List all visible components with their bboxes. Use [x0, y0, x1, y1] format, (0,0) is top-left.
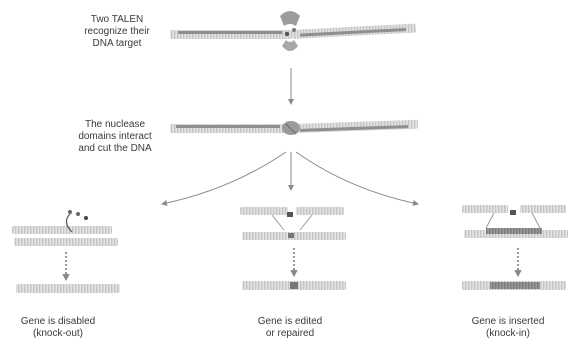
ki-mark: [510, 210, 516, 215]
ki-link-right: [532, 213, 540, 228]
edit-strand-top-left: [240, 207, 288, 215]
arrow-to-knockin: [296, 152, 418, 204]
edit-strand-link-right: [300, 215, 312, 230]
ki-link-left: [486, 213, 494, 228]
step1-dna: [170, 11, 416, 51]
ki-strand-top-right: [520, 205, 566, 213]
edit-mark-top: [287, 212, 293, 217]
ko-dot-1: [68, 210, 72, 214]
talen-arm-left: [178, 31, 282, 34]
edit-strand-link-left: [272, 215, 284, 230]
ko-dot-2: [76, 212, 80, 216]
knockout-result-strand: [16, 284, 120, 293]
edit-strand-top-right: [296, 207, 344, 215]
edited-caption: Gene is edited or repaired: [240, 316, 340, 340]
nuclease-dimer: [282, 121, 300, 135]
outcome-knockout-break: [12, 210, 118, 246]
knockout-caption: Gene is disabled (knock-out): [8, 316, 108, 340]
arrow-to-knockout: [162, 152, 286, 204]
broken-strand-top: [12, 226, 112, 234]
outcome-edited-break: [240, 207, 346, 240]
ki-strand-top-left: [462, 205, 508, 213]
nuclease-domain-top: [280, 11, 300, 26]
donor-insert: [486, 228, 542, 234]
edit-mark-bottom: [288, 233, 294, 238]
broken-strand-bottom: [14, 238, 118, 246]
ko-dot-3: [84, 216, 88, 220]
fok-dot-2: [292, 28, 296, 32]
knockin-caption: Gene is inserted (knock-in): [458, 316, 558, 340]
knockin-result-insert: [490, 282, 540, 289]
fok-dot-1: [285, 32, 289, 36]
outcome-knockin-break: [462, 205, 568, 238]
nuclease-domain-bottom: [282, 40, 298, 51]
talen-arm-left-2: [176, 125, 280, 128]
edited-result-mark: [290, 282, 298, 289]
step2-caption: The nuclease domains interact and cut th…: [60, 119, 170, 155]
step1-caption: Two TALEN recognize their DNA target: [62, 14, 172, 50]
step2-dna: [170, 120, 418, 135]
